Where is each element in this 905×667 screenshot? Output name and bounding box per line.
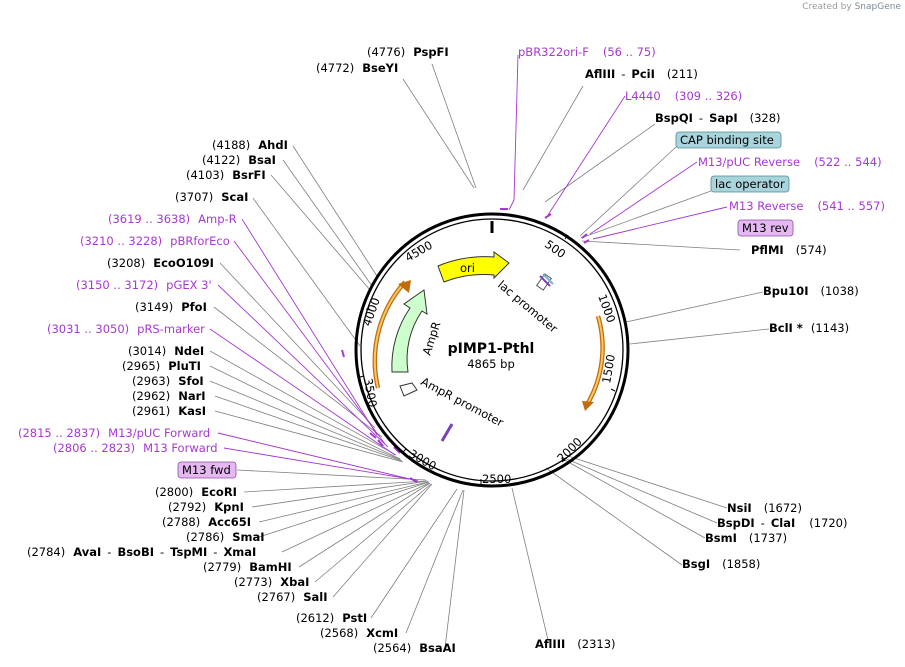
m13-rev-box xyxy=(737,219,794,237)
site-ahdi: (4188)AhdI xyxy=(212,138,288,152)
primer-m13-forward: (2806 .. 2823)M13 Forward xyxy=(53,441,218,455)
m13-fwd-label: M13 fwd xyxy=(182,463,231,477)
m13-rev-label: M13 rev xyxy=(742,221,789,235)
lac-promoter-label: lac promoter xyxy=(495,278,561,336)
primer-leader-lines xyxy=(209,54,728,482)
site-bamhi: (2779)BamHI xyxy=(203,560,292,574)
site-bpu10i: Bpu10I(1038) xyxy=(763,284,859,298)
primer-m13puc-reverse: M13/pUC Reverse(522 .. 544) xyxy=(698,155,882,169)
ampr-tail xyxy=(399,382,418,397)
site-pspfi: (4776)PspFI xyxy=(367,45,449,59)
lac-operator-label: lac operator xyxy=(715,177,785,191)
primer-pbr322ori: pBR322ori-F(56 .. 75) xyxy=(518,45,656,59)
site-kpni: (2792)KpnI xyxy=(168,500,244,514)
tick-marks xyxy=(359,234,616,484)
lac-operator-box xyxy=(710,175,790,193)
boxed-features: CAP binding site lac operator M13 rev M1… xyxy=(177,131,794,479)
primer-l4440: L4440(309 .. 326) xyxy=(625,89,742,103)
backbone xyxy=(354,212,630,488)
ori-label: ori xyxy=(460,261,475,275)
primer-prs-marker: (3031 .. 3050)pRS-marker xyxy=(47,322,205,336)
primer-m13puc-forward: (2815 .. 2837)M13/pUC Forward xyxy=(18,426,210,440)
site-bspqi-sapi: BspQI-SapI(328) xyxy=(655,111,781,125)
site-bsai: (4122)BsaI xyxy=(202,153,276,167)
lac-promoter-feature xyxy=(536,273,554,291)
site-kasi: (2961)KasI xyxy=(132,404,206,418)
credit-brand: SnapGene xyxy=(854,2,901,12)
site-bsgi: BsgI(1858) xyxy=(682,557,760,571)
site-acc65i: (2788)Acc65I xyxy=(162,515,251,529)
site-bcli: BclI *(1143) xyxy=(769,321,849,335)
primer-labels: pBR322ori-F(56 .. 75) L4440(309 .. 326) … xyxy=(18,45,885,455)
site-nsii: NsiI(1672) xyxy=(727,501,802,515)
top-sites: (4776)PspFI (4772)BseYI AflIII-PciI(211)… xyxy=(316,45,859,651)
site-xcmi: (2568)XcmI xyxy=(320,626,398,640)
left-sites: (2564)BsaAI (2568)XcmI (2612)PstI (2767)… xyxy=(27,138,456,655)
site-avai-group: (2784)AvaI-BsoBI-TspMI-XmaI xyxy=(27,545,256,559)
site-ecoo109i: (3208)EcoO109I xyxy=(107,256,214,270)
ampr-promoter-label: AmpR promoter xyxy=(419,374,506,429)
orf-arrowhead-1 xyxy=(582,401,594,411)
site-leader-lines xyxy=(209,63,770,649)
ampr-label: AmpR xyxy=(420,320,444,357)
site-pluti: (2965)PluTI xyxy=(122,359,201,373)
site-bsmi: BsmI(1737) xyxy=(705,531,787,545)
site-xbai: (2773)XbaI xyxy=(234,575,309,589)
ampr-feature xyxy=(391,289,428,373)
tick-2500: 2500 xyxy=(482,472,511,486)
site-nari: (2962)NarI xyxy=(132,389,206,403)
primer-pbrforeco: (3210 .. 3228)pBRforEco xyxy=(80,234,230,248)
m13-fwd-box xyxy=(177,461,237,479)
site-psti: (2612)PstI xyxy=(296,611,367,625)
plasmid-length: 4865 bp xyxy=(467,357,515,371)
site-afliii-pcii: AflIII-PciI(211) xyxy=(585,67,698,81)
cap-binding-site-label: CAP binding site xyxy=(680,133,774,147)
ori-feature xyxy=(437,251,510,283)
tick-3000: 3000 xyxy=(407,446,439,473)
site-pflmi: PflMI(574) xyxy=(751,243,827,257)
site-scai: (3707)ScaI xyxy=(175,190,248,204)
credit-prefix: Created by xyxy=(802,2,852,12)
primer-pgex3: (3150 .. 3172)pGEX 3' xyxy=(76,278,212,292)
orf-arcs-inner xyxy=(373,281,604,404)
cap-binding-site-box xyxy=(675,131,782,149)
site-bsrfi: (4103)BsrFI xyxy=(186,168,266,182)
ampr-promoter-feature xyxy=(440,423,454,442)
primer-amp-r: (3619 .. 3638)Amp-R xyxy=(108,212,237,226)
site-bsaai: (2564)BsaAI xyxy=(373,641,456,655)
site-pfoi: (3149)PfoI xyxy=(135,300,207,314)
site-afliii-2: AflIII(2313) xyxy=(535,637,616,651)
primer-m13-reverse: M13 Reverse(541 .. 557) xyxy=(729,199,885,213)
site-bspdi-clai: BspDI-ClaI(1720) xyxy=(717,516,848,530)
site-ndei: (3014)NdeI xyxy=(128,344,204,358)
site-sali: (2767)SalI xyxy=(257,590,328,604)
site-smai: (2786)SmaI xyxy=(186,530,265,544)
site-sfoi: (2963)SfoI xyxy=(132,374,204,388)
orf-arrowhead-2 xyxy=(398,280,411,293)
snapgene-credit: Created by SnapGene xyxy=(802,2,901,12)
primer-marks xyxy=(341,208,590,483)
site-ecori: (2800)EcoRI xyxy=(155,485,237,499)
site-bseyi: (4772)BseYI xyxy=(316,61,398,75)
plasmid-name: pIMP1-Pthl xyxy=(448,341,535,357)
